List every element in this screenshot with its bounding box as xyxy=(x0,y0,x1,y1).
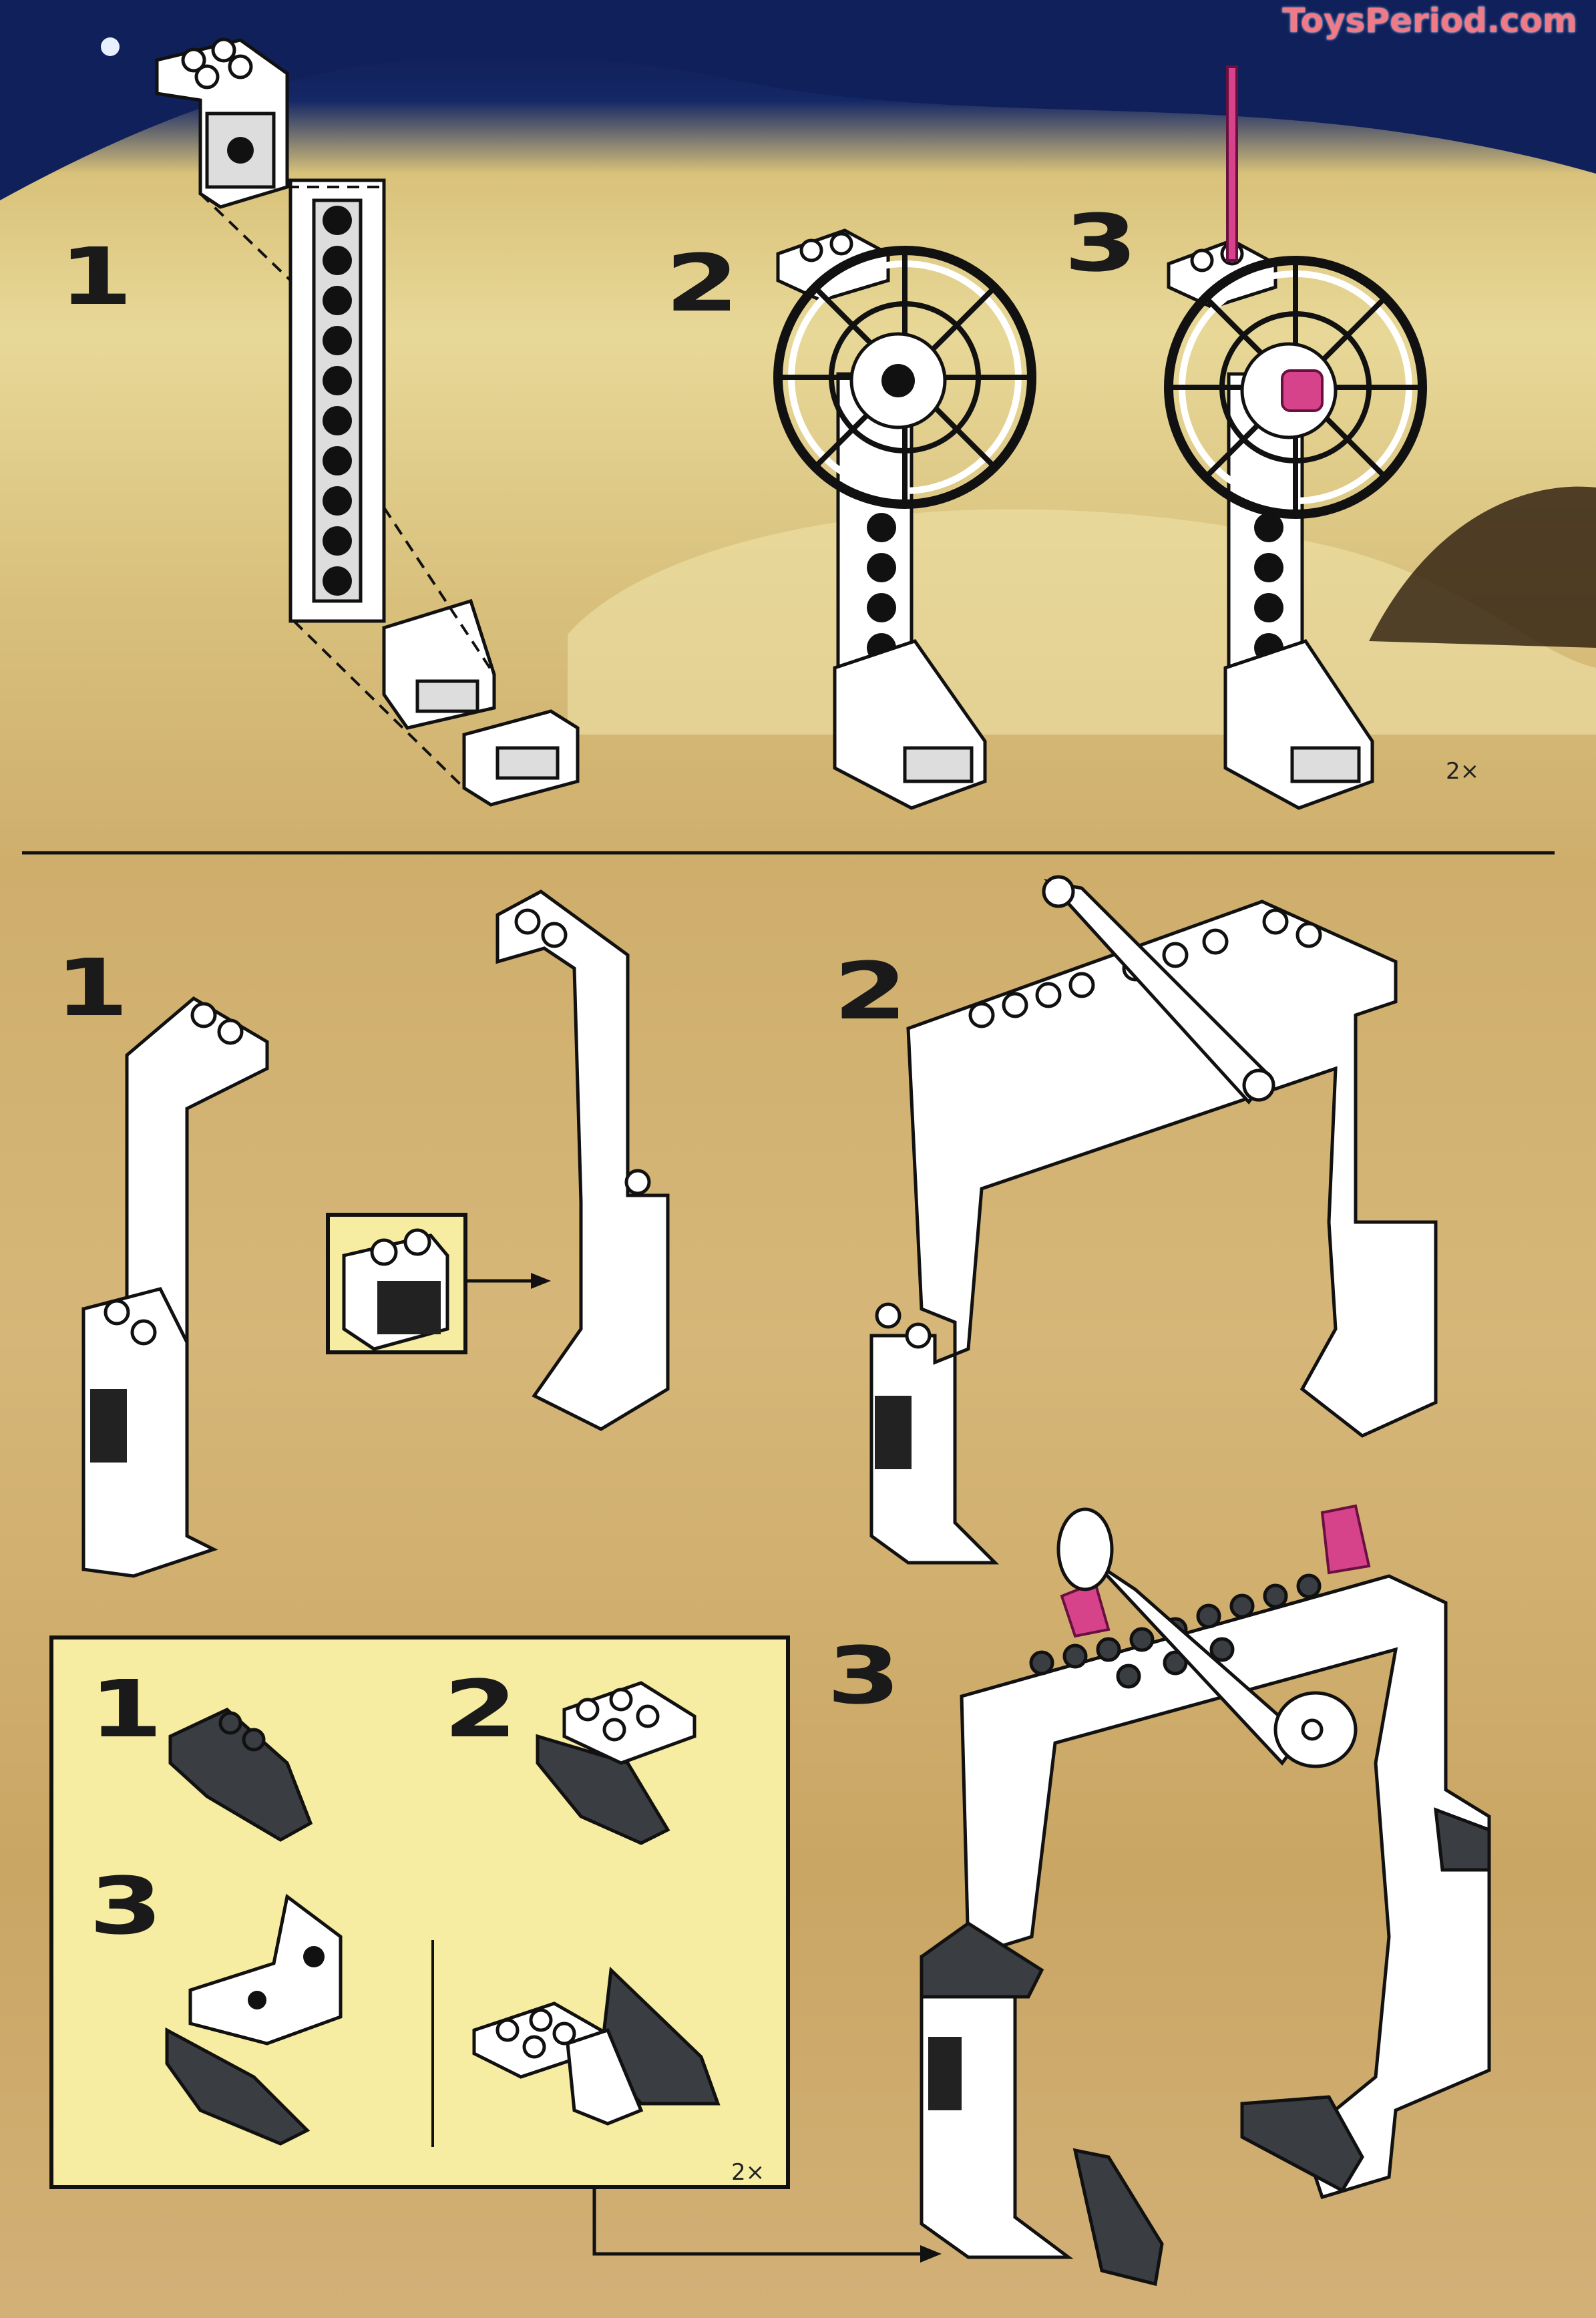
subassembly-multiplier: 2× xyxy=(731,2159,765,2186)
subassembly-step-number-3: 3 xyxy=(89,1860,163,1952)
bottom-step1-left-pillar xyxy=(81,996,269,1578)
top-step3-model xyxy=(1164,65,1427,810)
subassembly-step-number-2: 2 xyxy=(443,1663,518,1755)
bottom-step3-model xyxy=(920,1504,1491,2287)
top-step1-parts xyxy=(155,37,580,807)
watermark-logo: ToysPeriod.com xyxy=(1282,1,1577,40)
bottom-step-number-2: 2 xyxy=(833,945,908,1037)
grille-brick xyxy=(342,1228,449,1351)
insert-arrow xyxy=(465,1273,551,1289)
subassembly-step1-part xyxy=(168,1708,313,1842)
bottom-step1-right-pillar xyxy=(495,890,670,1431)
top-step-number-3: 3 xyxy=(1064,197,1138,289)
sky xyxy=(0,0,1596,200)
top-step-number-1: 1 xyxy=(59,230,133,323)
top-step2-model xyxy=(773,228,1036,810)
bottom-step2-arch xyxy=(869,875,1438,1565)
top-multiplier: 2× xyxy=(1446,758,1480,785)
subassembly-step3-part xyxy=(165,1893,343,2146)
subassembly-arrow xyxy=(592,2187,942,2263)
subassembly-step-number-1: 1 xyxy=(89,1663,163,1755)
bottom-step-number-1: 1 xyxy=(55,942,129,1034)
subassembly-final-part xyxy=(472,1966,721,2126)
dune-shadow xyxy=(1369,486,1596,648)
dune xyxy=(568,509,1596,735)
subassembly-step2-part xyxy=(536,1681,696,1845)
bottom-step-number-3: 3 xyxy=(827,1629,901,1722)
top-step-number-2: 2 xyxy=(665,237,739,329)
star xyxy=(101,37,120,56)
